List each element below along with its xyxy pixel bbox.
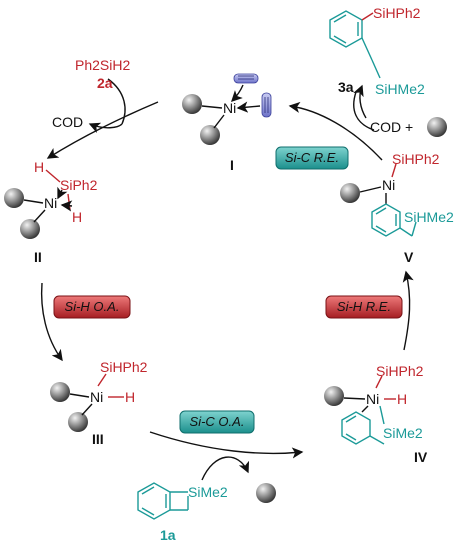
product-sihph2: SiHPh2 [373, 5, 421, 21]
label-i: I [230, 157, 234, 173]
substrate-label: 1a [160, 527, 176, 543]
arrow-iv-to-v [402, 270, 414, 351]
svg-text:Si-C R.E.: Si-C R.E. [285, 150, 339, 165]
step-si-c-re: Si-C R.E. [275, 146, 349, 170]
benzene-ring [137, 482, 171, 520]
silane-label: 2a [97, 75, 113, 91]
step-si-c-oa: Si-C O.A. [179, 410, 255, 434]
label-iii: III [92, 431, 104, 447]
bond [213, 114, 225, 129]
nickel-atom: Ni [44, 195, 57, 211]
ligand-ball [256, 483, 276, 503]
label-v: V [404, 249, 414, 265]
cod-out-curve [88, 122, 123, 134]
bond [201, 105, 223, 109]
ligand-ball [200, 125, 220, 145]
ligand-ball [68, 412, 88, 432]
ligand-ball [427, 117, 447, 137]
ligand-ball [20, 219, 40, 239]
cod-released: COD [52, 114, 83, 130]
ligand-ball [4, 188, 24, 208]
nickel-atom: Ni [382, 177, 395, 193]
svg-text:Si-C O.A.: Si-C O.A. [190, 414, 245, 429]
arrow-i-to-ii [46, 101, 159, 159]
intermediate-iv: Ni SiHPh2 H SiMe2 IV [324, 363, 428, 465]
nickel-atom: Ni [366, 391, 379, 407]
nickel-atom: Ni [223, 100, 236, 116]
label-iv: IV [414, 449, 428, 465]
step-si-h-re: Si-H R.E. [325, 295, 403, 319]
product-out-arrow [353, 84, 367, 119]
arrow-iii-to-iv [149, 431, 304, 459]
sihph2-group: SiHPh2 [376, 363, 424, 379]
ligand-ball [182, 94, 202, 114]
product-sihme2: SiHMe2 [375, 81, 425, 97]
sihph2-group: SiHPh2 [392, 151, 440, 167]
sihph2-group: SiHPh2 [100, 359, 148, 375]
hydride: H [72, 209, 82, 225]
svg-text:Si-H R.E.: Si-H R.E. [337, 299, 391, 314]
ligand-ball [324, 386, 344, 406]
cod-plus: COD + [370, 119, 413, 135]
intermediate-iii: Ni SiHPh2 H III [50, 359, 148, 447]
step-si-h-oa: Si-H O.A. [53, 295, 131, 319]
hydride: H [125, 389, 135, 405]
ligand-ball [50, 382, 70, 402]
intermediate-ii: Ni H SiPh2 H II [4, 159, 98, 265]
arrow-ii-to-iii [40, 282, 63, 362]
intermediate-i: Ni I [182, 73, 272, 173]
arrow-v-to-i [288, 101, 383, 161]
silane-formula: Ph2SiH2 [75, 57, 130, 73]
svg-text:Si-H O.A.: Si-H O.A. [65, 299, 120, 314]
substrate-sime2: SiMe2 [188, 484, 228, 500]
silane-in-curve [107, 78, 126, 125]
siph2-group: SiPh2 [60, 177, 98, 193]
cod-ligand [233, 73, 259, 84]
nickel-atom: Ni [90, 389, 103, 405]
product-3a: SiHPh2 SiHMe2 3a [329, 5, 425, 97]
substrate-1a: SiMe2 1a [137, 482, 228, 543]
sihme2-group: SiHMe2 [404, 209, 454, 225]
cod-ligand [261, 92, 272, 118]
sime2-group: SiMe2 [383, 425, 423, 441]
product-label: 3a [338, 79, 354, 95]
label-ii: II [34, 249, 42, 265]
benzene-ring [329, 10, 363, 48]
hydride: H [34, 159, 44, 175]
hydride: H [397, 391, 407, 407]
ligand-ball [340, 183, 360, 203]
substrate-in-curve [201, 456, 250, 481]
intermediate-v: Ni SiHPh2 SiHMe2 V [340, 151, 454, 265]
